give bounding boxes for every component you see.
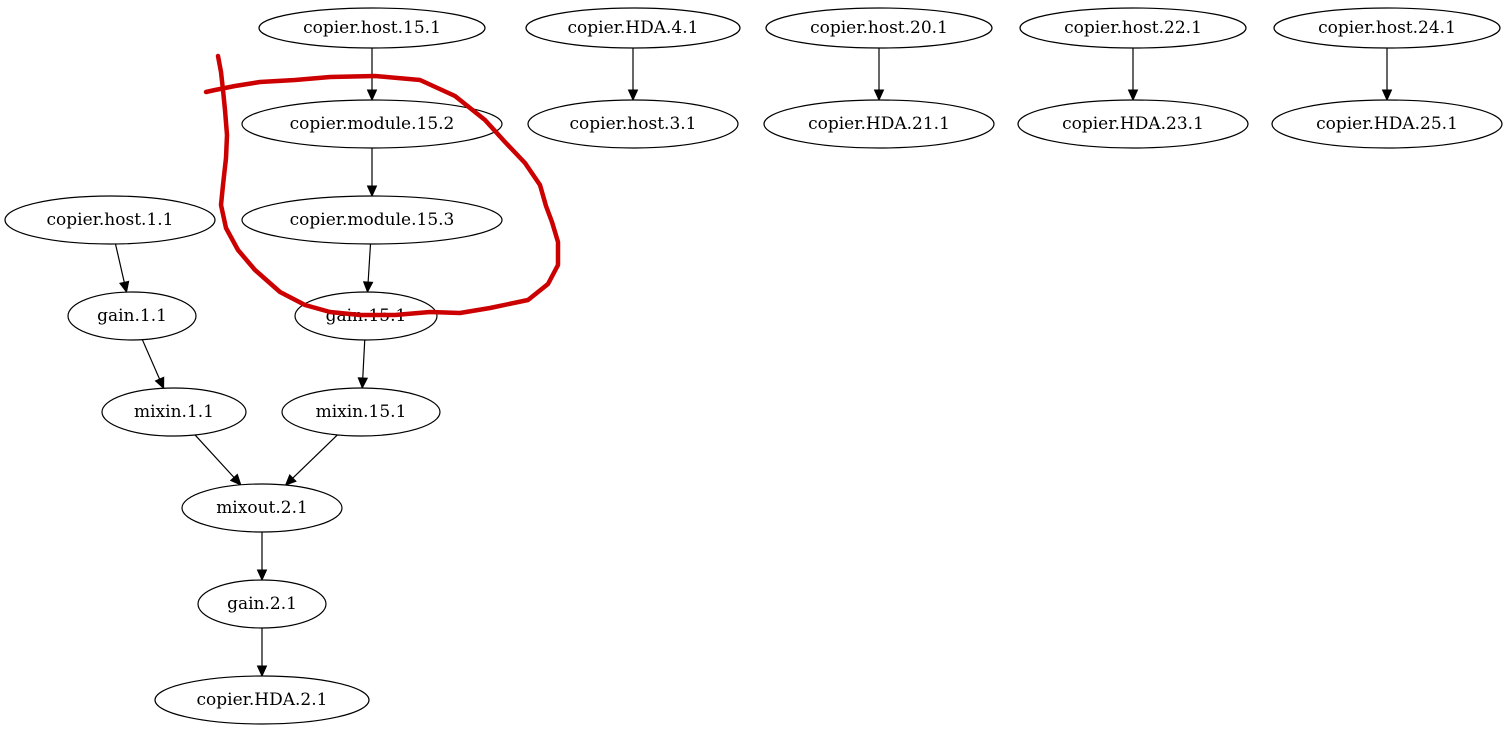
node-copier-host-15-1[interactable]: copier.host.15.1 [258,7,486,49]
node-shape [258,7,486,49]
node-copier-module-15-3[interactable]: copier.module.15.3 [241,195,503,245]
arrowhead-icon [119,280,130,294]
node-copier-host-3-1[interactable]: copier.host.3.1 [527,99,739,149]
node-label: copier.HDA.23.1 [1062,114,1204,134]
edge-copier-hda-4-1-to-copier-host-3-1 [627,48,639,102]
edge-mixout-2-1-to-gain-2-1 [256,532,268,582]
arrowhead-icon [366,89,378,102]
edge-gain-1-1-to-mixin-1-1 [141,339,165,390]
node-shape [765,7,993,49]
node-shape [154,675,370,725]
edge-gain-2-1-to-copier-hda-2-1 [256,628,268,678]
edge-mixin-1-1-to-mixout-2-1 [194,434,242,486]
arrowhead-icon [256,569,268,582]
edge-line [194,434,235,478]
node-label: copier.HDA.2.1 [197,690,328,710]
arrowhead-icon [362,281,374,294]
edge-copier-host-20-1-to-copier-hda-21-1 [873,48,885,102]
node-copier-host-24-1[interactable]: copier.host.24.1 [1273,7,1501,49]
node-mixin-1-1[interactable]: mixin.1.1 [101,387,247,437]
hand-drawn-circle-annotation [203,53,561,318]
node-label: gain.2.1 [227,594,297,614]
node-shape [241,99,503,149]
node-copier-hda-23-1[interactable]: copier.HDA.23.1 [1017,99,1249,149]
node-label: copier.host.1.1 [47,210,174,230]
node-label: copier.HDA.21.1 [808,114,950,134]
node-copier-module-15-2[interactable]: copier.module.15.2 [241,99,503,149]
edge-line [141,339,161,380]
nodes-layer: copier.host.15.1 copier.module.15.2 copier… [4,7,1503,725]
node-copier-host-20-1[interactable]: copier.host.20.1 [765,7,993,49]
edge-mixin-15-1-to-mixout-2-1 [284,434,338,486]
arrowhead-icon [873,89,885,102]
node-shape [4,195,216,245]
edge-line [292,434,338,479]
node-label: copier.module.15.2 [290,114,455,134]
node-label: copier.host.20.1 [810,18,948,38]
edge-line [362,339,366,379]
node-label: mixin.15.1 [316,402,407,422]
node-shape [181,483,343,533]
arrowhead-icon [229,473,242,486]
edge-copier-host-22-1-to-copier-hda-23-1 [1127,48,1139,102]
arrowhead-icon [366,185,378,198]
node-shape [1017,99,1249,149]
edge-copier-host-24-1-to-copier-hda-25-1 [1381,48,1393,102]
node-copier-hda-2-1[interactable]: copier.HDA.2.1 [154,675,370,725]
arrowhead-icon [1127,89,1139,102]
node-shape [281,387,441,437]
arrowhead-icon [1381,89,1393,102]
node-label: copier.module.15.3 [290,210,455,230]
edge-copier-module-15-2-to-copier-module-15-3 [366,148,378,198]
node-mixin-15-1[interactable]: mixin.15.1 [281,387,441,437]
arrowhead-icon [154,376,165,390]
edge-gain-15-1-to-mixin-15-1 [357,339,369,390]
node-gain-2-1[interactable]: gain.2.1 [197,579,327,629]
node-shape [525,7,741,49]
node-label: copier.host.24.1 [1318,18,1456,38]
node-gain-1-1[interactable]: gain.1.1 [67,291,197,341]
node-shape [67,291,197,341]
node-label: copier.HDA.25.1 [1316,114,1458,134]
arrowhead-icon [284,473,297,486]
node-mixout-2-1[interactable]: mixout.2.1 [181,483,343,533]
node-copier-host-1-1[interactable]: copier.host.1.1 [4,195,216,245]
node-shape [1019,7,1247,49]
node-shape [1271,99,1503,149]
edge-copier-host-1-1-to-gain-1-1 [114,243,130,294]
edge-line [367,243,372,283]
edges-layer [114,48,1393,678]
edge-copier-host-15-1-to-copier-module-15-2 [366,48,378,102]
node-copier-hda-25-1[interactable]: copier.HDA.25.1 [1271,99,1503,149]
node-label: copier.host.3.1 [570,114,697,134]
node-shape [1273,7,1501,49]
edge-line [114,243,125,283]
node-label: gain.1.1 [97,306,167,326]
edge-copier-module-15-3-to-gain-15-1 [362,243,374,294]
node-copier-hda-4-1[interactable]: copier.HDA.4.1 [525,7,741,49]
arrowhead-icon [627,89,639,102]
node-label: copier.host.15.1 [303,18,441,38]
node-copier-host-22-1[interactable]: copier.host.22.1 [1019,7,1247,49]
node-copier-hda-21-1[interactable]: copier.HDA.21.1 [763,99,995,149]
arrowhead-icon [357,377,369,390]
node-shape [197,579,327,629]
node-shape [763,99,995,149]
node-shape [527,99,739,149]
node-shape [241,195,503,245]
node-label: mixout.2.1 [216,498,308,518]
node-label: copier.HDA.4.1 [568,18,699,38]
node-label: copier.host.22.1 [1064,18,1202,38]
node-label: mixin.1.1 [134,402,214,422]
arrowhead-icon [256,665,268,678]
node-shape [101,387,247,437]
